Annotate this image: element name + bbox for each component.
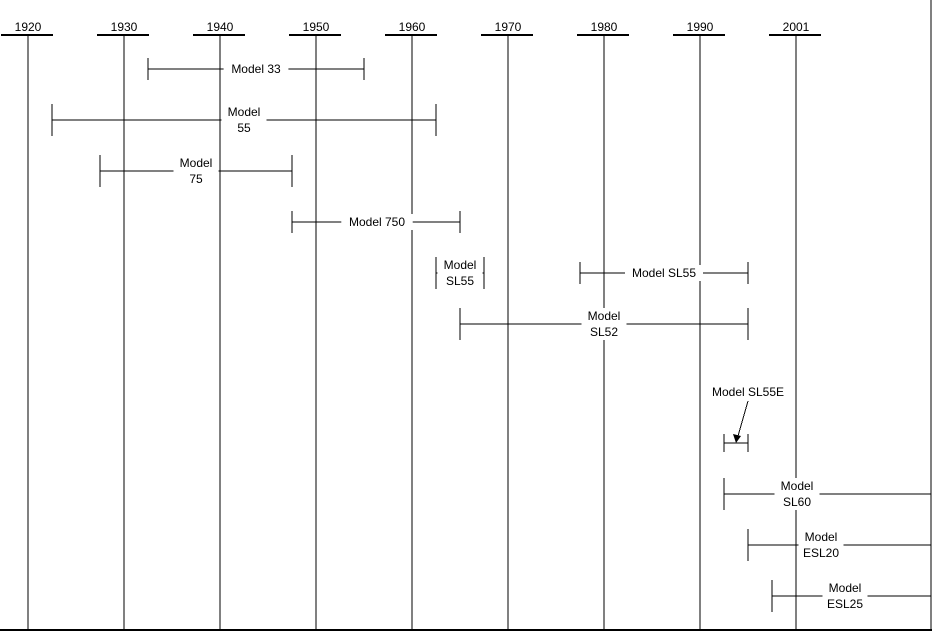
model-label-background (774, 478, 820, 510)
model-bar-model-75: Model 75 (99, 155, 293, 187)
model-bar-model-sl55e: Model SL55E (708, 384, 788, 452)
model-label-background (223, 61, 289, 77)
model-label: Model SL55 (632, 266, 696, 280)
model-label: 55 (237, 121, 251, 135)
year-grid: 1920 1930 1940 1950 1960 1970 1980 1990 2001 (1, 20, 821, 630)
model-label: Model (228, 105, 261, 119)
model-bar-model-750: Model 750 (291, 211, 461, 233)
model-label-background (822, 580, 868, 612)
year-label: 1950 (303, 20, 330, 34)
model-label: Model 33 (231, 62, 281, 76)
model-label-background (625, 265, 703, 281)
model-label: Model SL55E (712, 385, 784, 399)
model-label: Model (805, 530, 838, 544)
model-label: Model (180, 156, 213, 170)
model-label-background (173, 155, 219, 187)
year-label: 2001 (783, 20, 810, 34)
year-label: 1920 (15, 20, 42, 34)
model-label: ESL25 (827, 597, 863, 611)
model-label-background (708, 384, 788, 400)
year-label: 1940 (207, 20, 234, 34)
model-label: Model (829, 581, 862, 595)
model-label-background (437, 257, 483, 289)
callout-arrowhead-icon (733, 434, 741, 443)
model-bar-model-sl55-late: Model SL55 (579, 262, 749, 284)
year-label: 1960 (399, 20, 426, 34)
model-label: Model (781, 479, 814, 493)
model-label: Model 750 (349, 215, 405, 229)
model-label: Model (588, 309, 621, 323)
model-label: SL52 (590, 325, 618, 339)
model-label: 75 (189, 172, 203, 186)
model-label: SL55 (446, 274, 474, 288)
model-label: SL60 (783, 495, 811, 509)
model-label-background (798, 529, 844, 561)
model-bar-model-33: Model 33 (147, 58, 365, 80)
year-label: 1970 (495, 20, 522, 34)
year-label: 1990 (687, 20, 714, 34)
model-bar-model-55: Model 55 (51, 104, 437, 136)
callout-arrow-shaft (737, 400, 749, 437)
model-label-background (221, 104, 267, 136)
year-label: 1980 (591, 20, 618, 34)
year-label: 1930 (111, 20, 138, 34)
model-label: ESL20 (803, 546, 839, 560)
model-label-background (341, 214, 413, 230)
model-label-background (581, 308, 627, 340)
model-label: Model (444, 258, 477, 272)
